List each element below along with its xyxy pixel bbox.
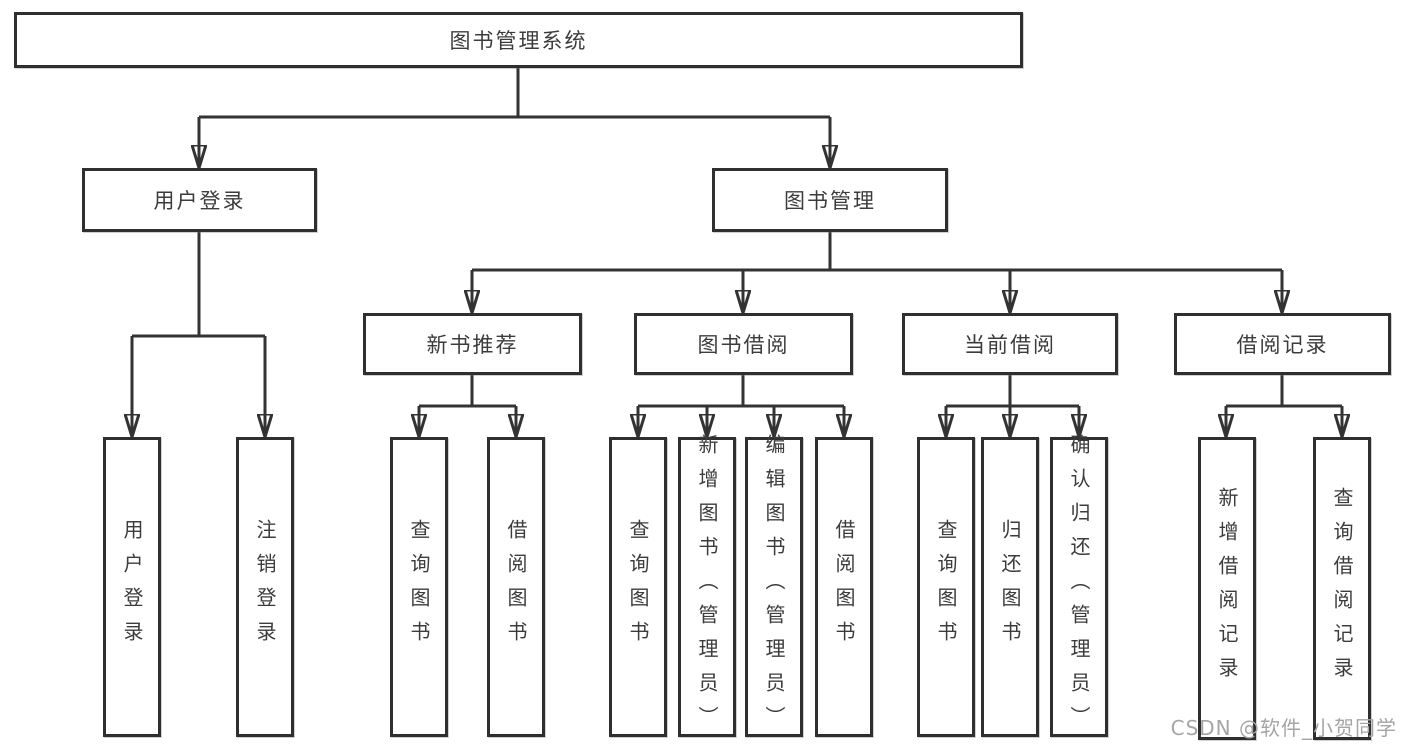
leaf-confirm-return-admin: 确认归还（管理员） (1050, 434, 1108, 740)
node-new-book-recommendation: 新书推荐 (363, 313, 582, 375)
node-borrowing-records: 借阅记录 (1174, 313, 1391, 375)
node-label: 图书管理 (784, 189, 876, 213)
leaf-add-borrowing-record: 新增借阅记录 (1198, 437, 1256, 740)
node-label: 查询借阅记录 (1330, 486, 1354, 691)
node-label: 当前借阅 (964, 333, 1056, 357)
node-label: 查询图书 (407, 519, 431, 655)
leaf-query-books-recommendation: 查询图书 (390, 437, 448, 737)
node-label: 用户登录 (120, 519, 144, 655)
node-label: 查询图书 (934, 519, 958, 655)
watermark: CSDN @软件_小贺同学 (1170, 716, 1397, 740)
node-label: 新增图书（管理员） (695, 434, 719, 740)
node-label: 用户登录 (153, 189, 246, 213)
node-label: 查询图书 (626, 519, 650, 655)
leaf-borrow-books-recommendation: 借阅图书 (487, 437, 545, 737)
leaf-query-books-borrowing: 查询图书 (609, 437, 667, 737)
leaf-add-books-admin: 新增图书（管理员） (678, 434, 736, 740)
leaf-query-books-current: 查询图书 (917, 437, 975, 737)
node-label: 借阅图书 (832, 519, 856, 655)
node-user-login: 用户登录 (82, 168, 317, 232)
leaf-logout: 注销登录 (236, 437, 294, 737)
node-label: 借阅记录 (1236, 333, 1329, 357)
node-label: 确认归还（管理员） (1067, 434, 1091, 740)
leaf-borrow-books: 借阅图书 (815, 437, 873, 737)
node-label: 借阅图书 (504, 519, 528, 655)
node-label: 编辑图书（管理员） (762, 434, 786, 740)
node-label: 图书管理系统 (449, 29, 588, 53)
leaf-user-login: 用户登录 (103, 437, 161, 737)
leaf-return-books: 归还图书 (981, 437, 1039, 737)
node-book-borrowing: 图书借阅 (634, 313, 853, 375)
node-label: 注销登录 (253, 519, 277, 655)
node-label: 新增借阅记录 (1215, 486, 1239, 691)
node-library-management-system: 图书管理系统 (14, 12, 1023, 68)
node-label: 图书借阅 (697, 333, 790, 357)
leaf-edit-books-admin: 编辑图书（管理员） (745, 434, 803, 740)
node-book-management: 图书管理 (712, 168, 948, 232)
node-current-borrowing: 当前借阅 (902, 313, 1118, 375)
node-label: 新书推荐 (426, 333, 519, 357)
node-label: 归还图书 (998, 519, 1022, 655)
leaf-query-borrowing-record: 查询借阅记录 (1313, 437, 1371, 740)
